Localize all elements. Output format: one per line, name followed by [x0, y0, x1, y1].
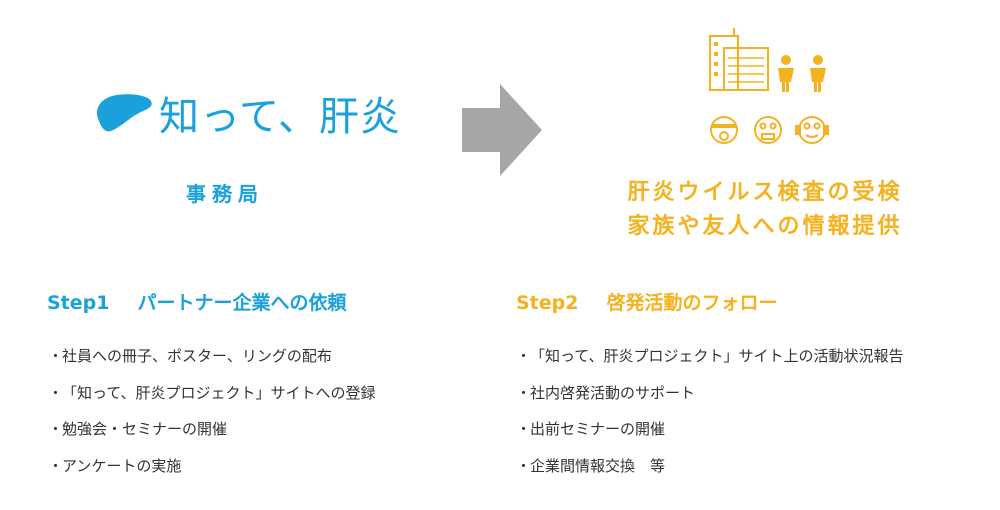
list-item: ・出前セミナーの開催 [516, 420, 666, 438]
logo-text: 知って、肝炎 [159, 94, 401, 140]
step2-number: Step2 [516, 292, 579, 314]
logo: 知って、肝炎 [93, 84, 401, 142]
building-icon [709, 28, 769, 91]
list-item: ・「知って、肝炎プロジェクト」サイトへの登録 [48, 383, 376, 402]
step2-title: 啓発活動のフォロー [606, 292, 778, 314]
people-icon [778, 55, 826, 92]
step1-heading: Step1 パートナー企業への依頼 [47, 288, 347, 315]
right-arrow-icon [462, 84, 542, 176]
step2-list: ・「知って、肝炎プロジェクト」サイト上の活動状況報告 ・社内啓発活動のサポート … [516, 338, 904, 484]
target-line: 家族や友人への情報提供 [627, 214, 903, 239]
step1-title: パートナー企業への依頼 [137, 292, 347, 314]
list-item: ・勉強会・セミナーの開催 [48, 420, 228, 438]
list-item: ・アンケートの実施 [48, 456, 182, 475]
list-item: ・社員への冊子、ポスター、リングの配布 [48, 347, 332, 365]
step2-heading: Step2 啓発活動のフォロー [516, 288, 778, 315]
target-text: 肝炎ウイルス検査の受検 家族や友人への情報提供 [580, 176, 950, 244]
monkey-icon [710, 116, 829, 144]
target-line: 肝炎ウイルス検査の受検 [627, 180, 903, 205]
step1-list: ・社員への冊子、ポスター、リングの配布 ・「知って、肝炎プロジェクト」サイトへの… [48, 338, 376, 484]
list-item: ・社内啓発活動のサポート [516, 383, 696, 402]
org-label: 事務局 [186, 182, 264, 206]
list-item: ・企業間情報交換 等 [516, 456, 666, 475]
list-item: ・「知って、肝炎プロジェクト」サイト上の活動状況報告 [516, 347, 904, 365]
liver-icon [97, 94, 152, 132]
step1-number: Step1 [47, 292, 110, 314]
target-icons [709, 28, 829, 144]
